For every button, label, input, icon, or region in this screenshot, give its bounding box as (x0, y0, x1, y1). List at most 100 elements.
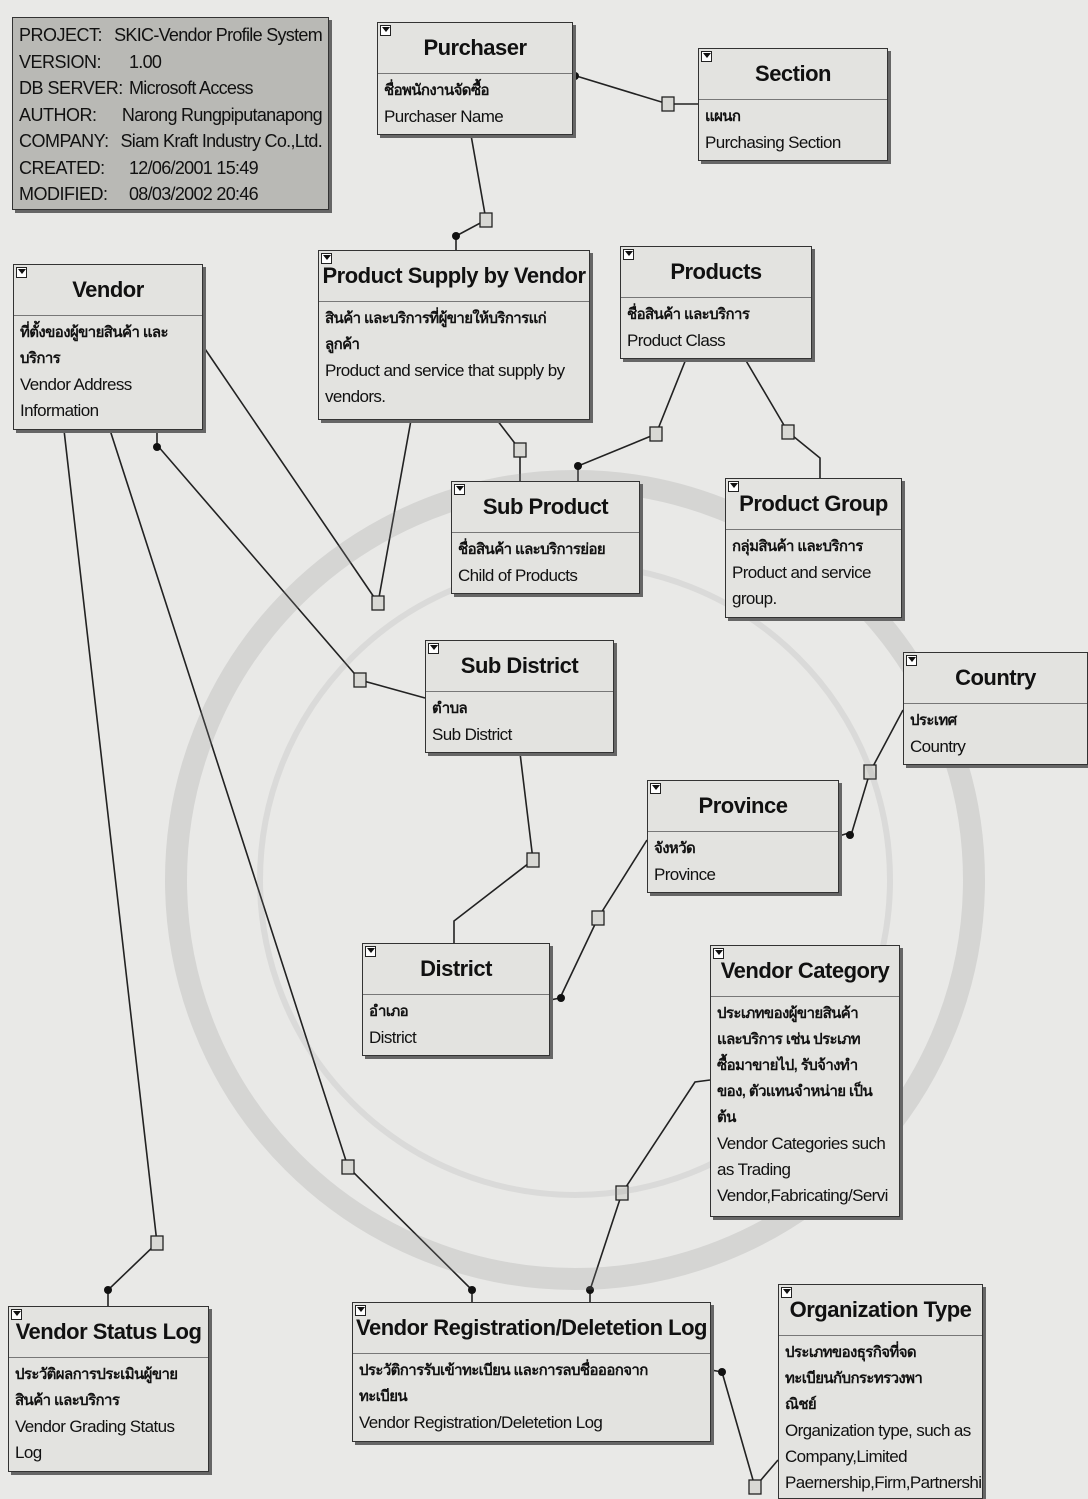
entity-description-line: Paernership,Firm,Partnershi (785, 1473, 982, 1492)
collapse-toggle-icon[interactable] (11, 1309, 22, 1320)
entity-title: Country (955, 665, 1036, 690)
relationship-endpoint-dot (571, 72, 579, 80)
entity-header: Province (648, 781, 838, 832)
entity-header: Organization Type (779, 1285, 982, 1336)
relationship-handle[interactable] (748, 1479, 762, 1495)
collapse-toggle-icon[interactable] (365, 946, 376, 957)
collapse-toggle-icon[interactable] (321, 253, 332, 264)
entity-description-line: Information (20, 401, 99, 420)
entity-title: Organization Type (789, 1297, 972, 1322)
entity-description-line: ทะเบียน (359, 1388, 408, 1405)
relationship-handle[interactable] (661, 96, 675, 112)
entity-header: Vendor (14, 265, 202, 316)
relationship-line-products-product-group (744, 358, 821, 478)
relationship-handle[interactable] (649, 426, 663, 442)
project-info-value: 08/03/2002 20:46 (129, 184, 259, 204)
entity-description-line: Purchasing Section (705, 133, 841, 152)
relationship-line-purchaser-product-supply (455, 134, 487, 250)
entity-vendor-registration-deletetion-log[interactable]: Vendor Registration/Deletetion Log ประวัต… (352, 1302, 711, 1442)
relationship-endpoint-dot (153, 443, 161, 451)
collapse-toggle-icon[interactable] (355, 1305, 366, 1316)
relationship-endpoint-dot (718, 1368, 726, 1376)
entity-description-line: ประเภทของผู้ขายสินค้า (717, 1005, 859, 1022)
entity-description-line: ประวัติการรับเข้าทะเบียน และการลบชื่อออก… (359, 1362, 648, 1379)
entity-description-line: ประเภทของธุรกิจที่จด (785, 1344, 917, 1361)
entity-description: ประเภทของธุรกิจที่จดทะเบียนกับกระทรวงพาณ… (779, 1336, 982, 1498)
relationship-handle[interactable] (781, 424, 795, 440)
project-info-value: Narong Rungpiputanapong (121, 104, 323, 125)
entity-description-line: แผนก (705, 108, 741, 125)
entity-description-line: Purchaser Name (384, 107, 504, 126)
entity-section[interactable]: Section แผนก Purchasing Section (698, 48, 888, 161)
entity-description-line: Log (15, 1443, 42, 1462)
entity-description: ประวัติการรับเข้าทะเบียน และการลบชื่อออก… (353, 1354, 710, 1440)
project-info-key: PROJECT: (19, 25, 103, 45)
collapse-toggle-icon[interactable] (650, 783, 661, 794)
entity-description-line: สินค้า และบริการที่ผู้ขายให้บริการแก่ (325, 310, 547, 327)
entity-title: Vendor (72, 277, 144, 302)
collapse-toggle-icon[interactable] (701, 51, 712, 62)
entity-description-line: Company,Limited (785, 1447, 908, 1466)
entity-description-line: บริการ (20, 350, 61, 367)
entity-description-line: ประเทศ (910, 712, 957, 729)
project-info-row: CREATED:12/06/2001 15:49 (19, 155, 322, 182)
collapse-toggle-icon[interactable] (713, 948, 724, 959)
relationship-line-vendor-status-log (63, 429, 158, 1306)
entity-description-line: ณิชย์ (785, 1396, 817, 1413)
collapse-toggle-icon[interactable] (906, 655, 917, 666)
relationship-handle[interactable] (150, 1235, 164, 1251)
entity-title: District (420, 956, 492, 981)
entity-description-line: ชื่อพนักงานจัดซื้อ (384, 82, 490, 99)
entity-description-line: Child of Products (458, 566, 578, 585)
relationship-handle[interactable] (513, 442, 527, 458)
entity-description-line: Vendor Registration/Deletetion Log (359, 1413, 603, 1432)
collapse-toggle-icon[interactable] (428, 643, 439, 654)
entity-description-line: ของ, ตัวแทนจำหน่าย เป็น (717, 1083, 873, 1100)
collapse-toggle-icon[interactable] (781, 1287, 792, 1298)
entity-title: Products (670, 259, 762, 284)
entity-vendor-status-log[interactable]: Vendor Status Log ประวัติผลการประเมินผู้ข… (8, 1306, 209, 1472)
collapse-toggle-icon[interactable] (623, 249, 634, 260)
entity-description-line: Product and service that supply by (325, 361, 565, 380)
collapse-toggle-icon[interactable] (454, 484, 465, 495)
entity-title: Vendor Status Log (15, 1319, 202, 1344)
entity-title: Sub Product (482, 494, 609, 519)
entity-description-line: Organization type, such as (785, 1421, 971, 1440)
relationship-line-orgtype-registration-log (710, 1369, 779, 1489)
entity-title: Province (698, 793, 788, 818)
collapse-toggle-icon[interactable] (16, 267, 27, 278)
entity-organization-type[interactable]: Organization Type ประเภทของธุรกิจที่จดทะเ… (778, 1284, 983, 1499)
entity-description-line: อำเภอ (369, 1003, 409, 1020)
relationship-endpoint-dot (452, 232, 460, 240)
collapse-toggle-icon[interactable] (380, 25, 391, 36)
project-info-row: PROJECT:SKIC-Vendor Profile System (19, 22, 323, 49)
entity-title: Section (755, 61, 831, 86)
project-info-value: 12/06/2001 15:49 (129, 157, 259, 178)
entity-header: Country (904, 653, 1087, 704)
entity-description-line: ลูกค้า (325, 336, 360, 353)
relationship-handle[interactable] (479, 212, 493, 228)
entity-description-line: ประวัติผลการประเมินผู้ขาย (15, 1366, 178, 1383)
relationship-endpoint-dot (104, 1286, 112, 1294)
entity-title: Sub District (460, 653, 579, 678)
collapse-toggle-icon[interactable] (728, 481, 739, 492)
entity-header: Product Group (726, 479, 901, 530)
entity-description-line: Product Class (627, 331, 726, 350)
